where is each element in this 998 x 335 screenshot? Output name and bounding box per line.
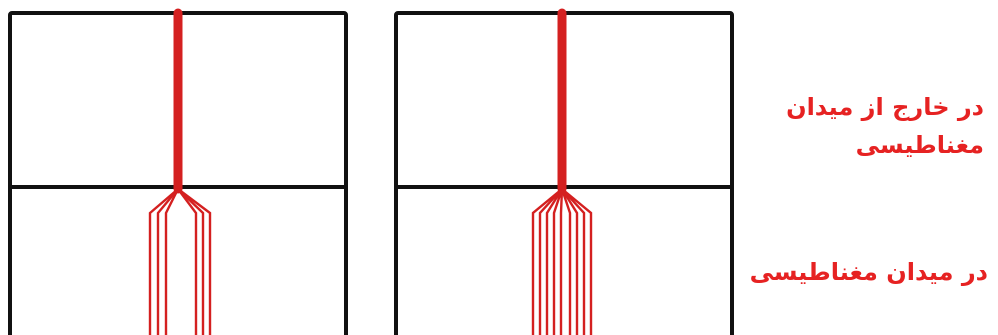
right-split-rays [531, 188, 593, 335]
right-ray-2 [538, 188, 563, 335]
right-ray-1 [531, 188, 563, 335]
left-split-rays [148, 188, 212, 335]
label-outside-line2: مغناطیسی [855, 131, 984, 159]
left-ray-5 [177, 188, 205, 335]
label-outside-field: در خارج از میدان مغناطیسی [786, 88, 984, 164]
right-ray-5 [559, 188, 564, 335]
left-ray-1 [148, 188, 179, 335]
left-ray-2 [156, 188, 179, 335]
right-ray-3 [545, 188, 564, 335]
left-ray-6 [177, 188, 212, 335]
right-lower-box [394, 185, 734, 335]
right-ray-8 [561, 188, 586, 335]
right-ray-4 [552, 188, 564, 335]
label-inside-field: در میدان مغناطیسی [750, 253, 988, 291]
label-outside-line1: در خارج از میدان [786, 93, 984, 121]
right-ray-7 [560, 188, 579, 335]
label-inside-text: در میدان مغناطیسی [749, 258, 988, 286]
right-ray-9 [561, 188, 593, 335]
left-ray-3 [164, 188, 180, 335]
left-ray-4 [177, 188, 198, 335]
left-lower-box [8, 185, 348, 335]
right-ray-6 [560, 188, 572, 335]
